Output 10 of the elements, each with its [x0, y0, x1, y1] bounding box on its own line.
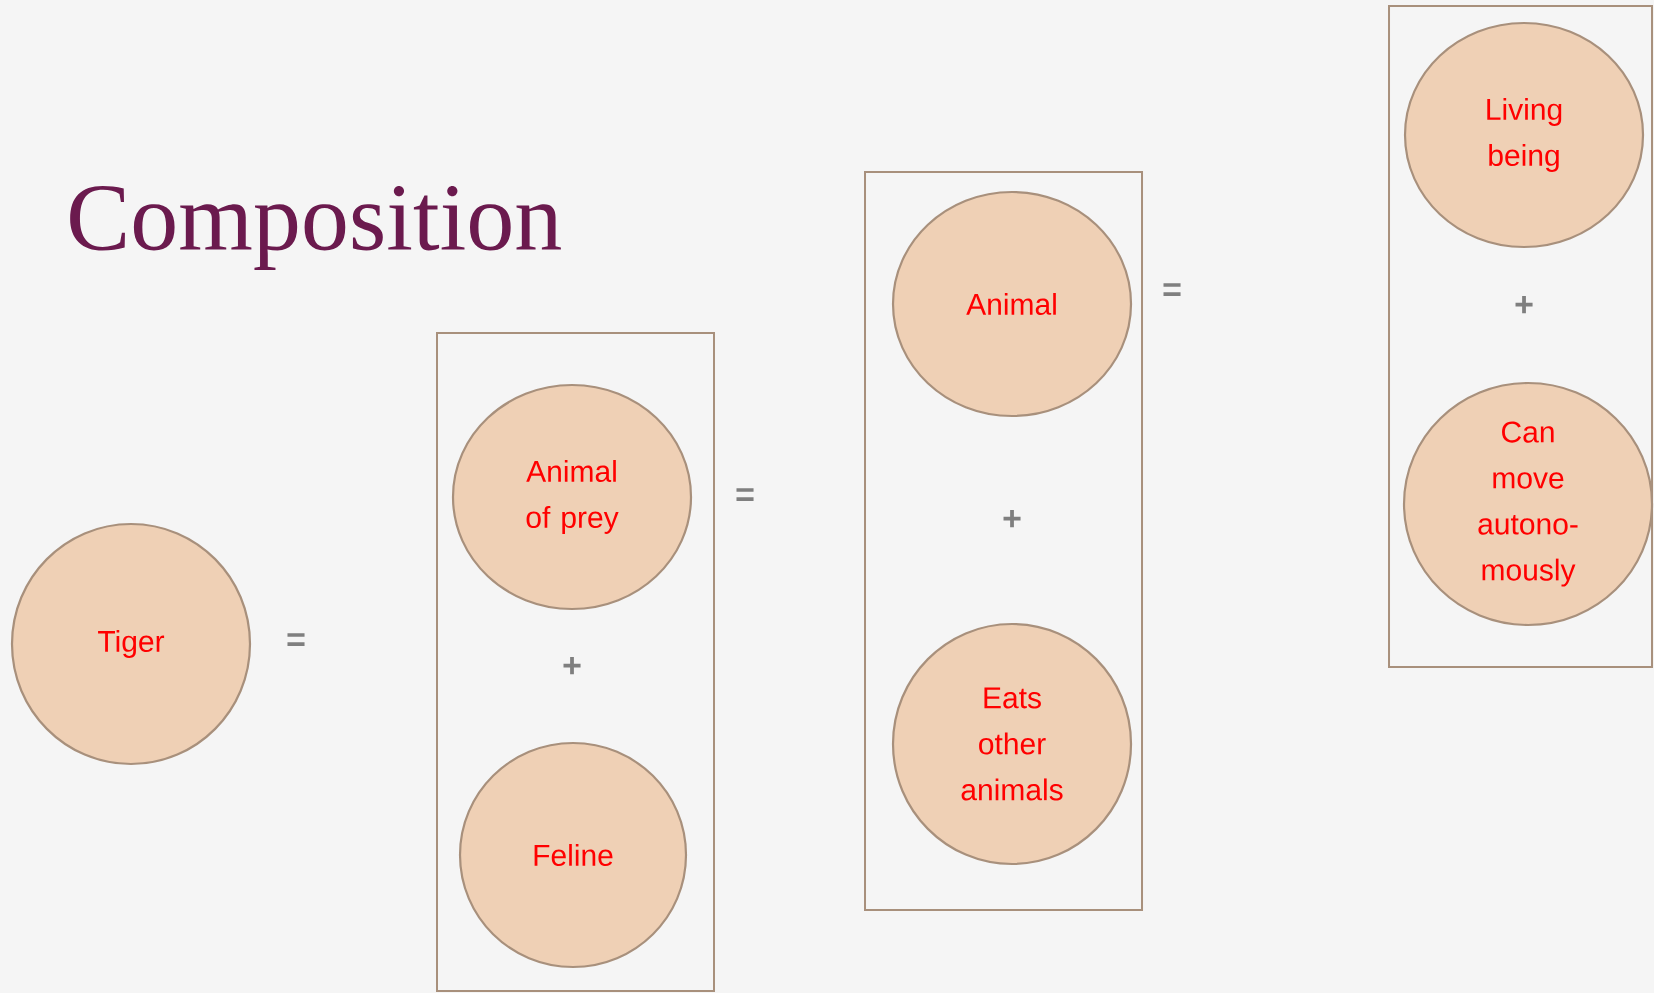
operator-sign: +	[1515, 296, 1533, 314]
group-box	[1388, 5, 1653, 668]
operator-sign: =	[736, 488, 754, 501]
operator-sign: =	[287, 633, 305, 646]
title: Composition	[70, 186, 561, 270]
group-box	[436, 332, 715, 992]
operator-sign: +	[563, 657, 581, 675]
operator-sign: +	[1003, 510, 1021, 528]
group-box	[864, 171, 1143, 911]
operator-sign: =	[1163, 283, 1181, 296]
